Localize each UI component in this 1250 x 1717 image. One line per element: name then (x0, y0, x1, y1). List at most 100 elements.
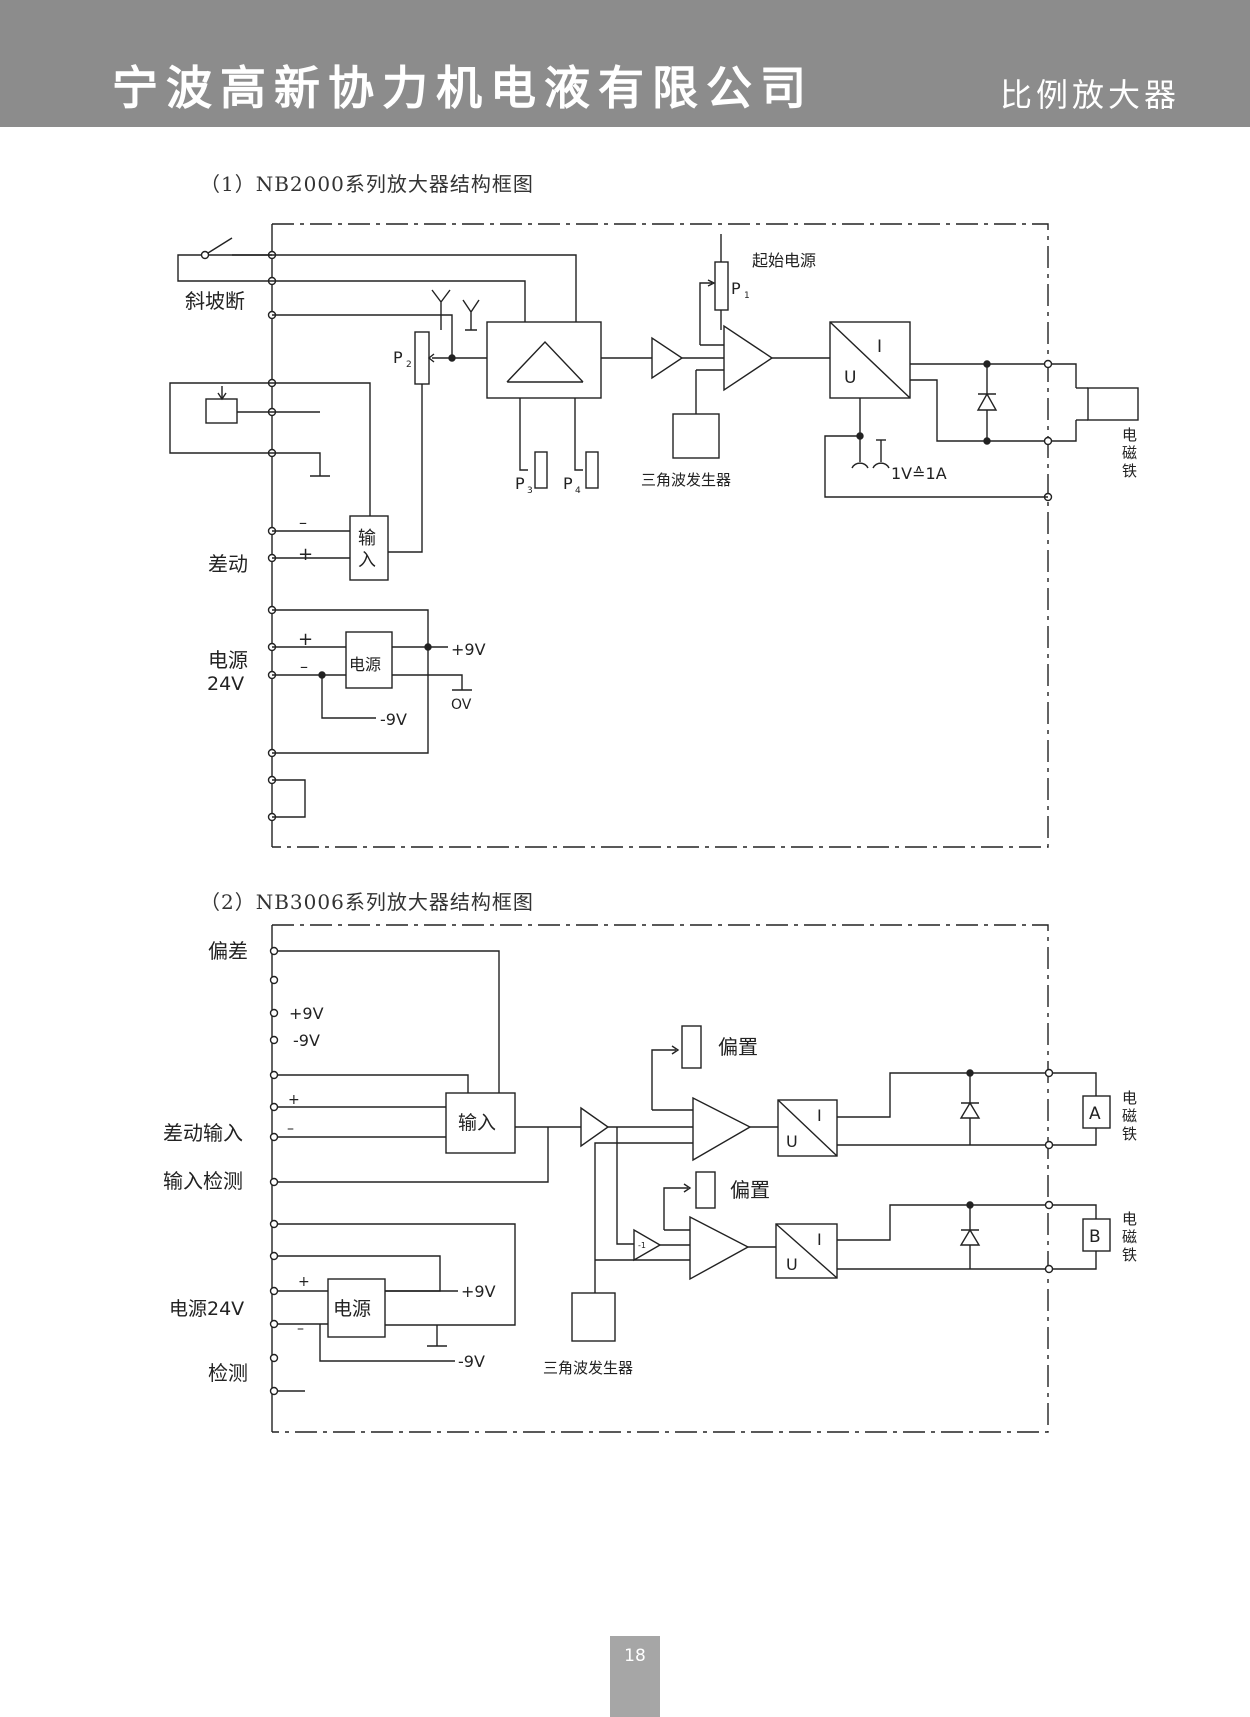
label-power-24v: 电源24V (169, 1298, 244, 1320)
label-ramp-off: 斜坡断 (185, 289, 245, 313)
input-block-2 (445, 1092, 516, 1154)
label-power-block-2: 电源 (333, 1298, 371, 1320)
power-block-2 (327, 1278, 386, 1338)
label-plus-2: + (288, 1092, 300, 1108)
diagram2: 偏差 +9V -9V 差动输入 输入检测 电源24V 检测 + – 输入 偏置 … (163, 924, 1111, 1433)
label-coil-b: B (1089, 1227, 1101, 1247)
label-triangle-gen-2: 三角波发生器 (543, 1359, 633, 1377)
frame1 (272, 223, 1049, 848)
label-minus-1: – (299, 513, 307, 532)
label-plus-9v-2b: +9V (461, 1282, 496, 1301)
label-coil-a: A (1089, 1104, 1101, 1124)
label-u-1: U (844, 368, 856, 388)
freewheel-diode-a (959, 1101, 981, 1119)
label-scale-1: 1V≙1A (891, 464, 947, 483)
power-block-1 (345, 631, 393, 689)
label-minus-9v-1: -9V (380, 710, 407, 729)
company-name: 宁波高新协力机电液有限公司 (112, 61, 814, 115)
label-bias-b: 偏置 (730, 1178, 770, 1202)
solenoid-b (1082, 1218, 1111, 1252)
label-p4: P (563, 474, 573, 493)
test-point-symbols (431, 289, 480, 331)
label-bias-a: 偏置 (718, 1035, 758, 1059)
triangle-generator-1 (672, 413, 720, 459)
bias-pot-a (681, 1025, 702, 1069)
summing-amp-a (692, 1096, 752, 1162)
buffer-amp-1 (651, 336, 684, 380)
diagram1: 斜坡断 P 2 P 3 P 4 (169, 223, 1139, 848)
label-u-b: U (786, 1255, 798, 1274)
p1-potentiometer (714, 261, 729, 311)
label-plus-1: + (298, 544, 313, 565)
label-p3-sub: 3 (527, 486, 533, 496)
ramp-generator-block (486, 321, 602, 399)
label-minus-2-pwr: – (297, 1321, 304, 1337)
terminals-2 (269, 946, 279, 1396)
buffer-amp-2 (580, 1106, 610, 1148)
label-solenoid-2a: 电 (1122, 1089, 1137, 1107)
label-minus-2: – (287, 1121, 294, 1137)
summing-amp-1 (723, 324, 774, 392)
label-neg-one: -1 (638, 1241, 646, 1250)
label-minus-9v-2a: -9V (293, 1031, 320, 1050)
bias-pot-1 (205, 398, 238, 424)
label-solenoid-2c: 铁 (1122, 1125, 1137, 1143)
ramp-switch (177, 237, 272, 282)
label-u-a: U (786, 1132, 798, 1151)
inverter-amp (633, 1228, 662, 1262)
label-p1-sub: 1 (744, 291, 750, 301)
label-minus-pwr-1: – (300, 657, 308, 676)
label-plus-9v-2a: +9V (289, 1004, 324, 1023)
label-input-1: 输入 (358, 528, 376, 571)
label-p1: P (731, 279, 741, 298)
label-solenoid-2b: 磁 (1122, 1107, 1137, 1125)
label-plus-2-pwr: + (298, 1274, 310, 1290)
p3-trim (534, 451, 548, 489)
label-p4-sub: 4 (575, 486, 581, 496)
diagram1-caption: （1）NB2000系列放大器结构框图 (200, 172, 534, 196)
label-differential: 差动 (208, 552, 248, 576)
p4-trim (585, 451, 599, 489)
summing-amp-b (689, 1215, 750, 1281)
label-i-a: I (817, 1106, 822, 1125)
label-solenoid-3a: 电 (1122, 1210, 1137, 1228)
solenoid-labels: 电 磁 铁 电 磁 铁 电 磁 铁 (1122, 426, 1137, 1264)
label-p2-sub: 2 (406, 360, 412, 370)
solenoid-a (1082, 1095, 1111, 1129)
triangle-generator-2 (571, 1292, 616, 1342)
label-start-power: 起始电源 (752, 251, 816, 270)
label-triangle-gen-1: 三角波发生器 (641, 471, 731, 489)
solenoid-coil-1 (1087, 387, 1139, 421)
label-solenoid-1b: 磁 (1122, 444, 1137, 462)
label-plus-pwr-1: + (298, 629, 313, 650)
label-power-1: 电源 (208, 648, 248, 672)
label-minus-9v-2b: -9V (458, 1352, 485, 1371)
label-p2: P (393, 348, 403, 367)
label-p3: P (515, 474, 525, 493)
bias-pot-b (695, 1171, 716, 1209)
label-solenoid-3c: 铁 (1122, 1246, 1137, 1264)
label-24v-1: 24V (207, 673, 244, 695)
label-zero-v: OV (451, 697, 472, 713)
page-number: 18 (624, 1646, 646, 1666)
label-i-b: I (817, 1230, 822, 1249)
label-diff-input: 差动输入 (163, 1121, 243, 1145)
label-input-2: 输入 (458, 1112, 496, 1134)
freewheel-diode-1 (976, 392, 998, 411)
frame2 (272, 924, 1049, 1433)
label-solenoid-1c: 铁 (1122, 462, 1137, 480)
diagram2-caption: （2）NB3006系列放大器结构框图 (200, 890, 534, 914)
label-solenoid-1a: 电 (1122, 426, 1137, 444)
freewheel-diode-b (959, 1228, 981, 1246)
p2-potentiometer (414, 331, 430, 385)
label-power-block-1: 电源 (349, 655, 381, 674)
product-title: 比例放大器 (999, 76, 1180, 114)
header-bar: 宁波高新协力机电液有限公司 比例放大器 (0, 0, 1250, 127)
label-input-detect: 输入检测 (163, 1169, 243, 1193)
page-number-tab: 18 (610, 1636, 660, 1717)
input-block-1 (349, 515, 389, 581)
label-deviation: 偏差 (208, 939, 248, 963)
label-i-1: I (877, 337, 882, 357)
label-solenoid-3b: 磁 (1122, 1228, 1137, 1246)
